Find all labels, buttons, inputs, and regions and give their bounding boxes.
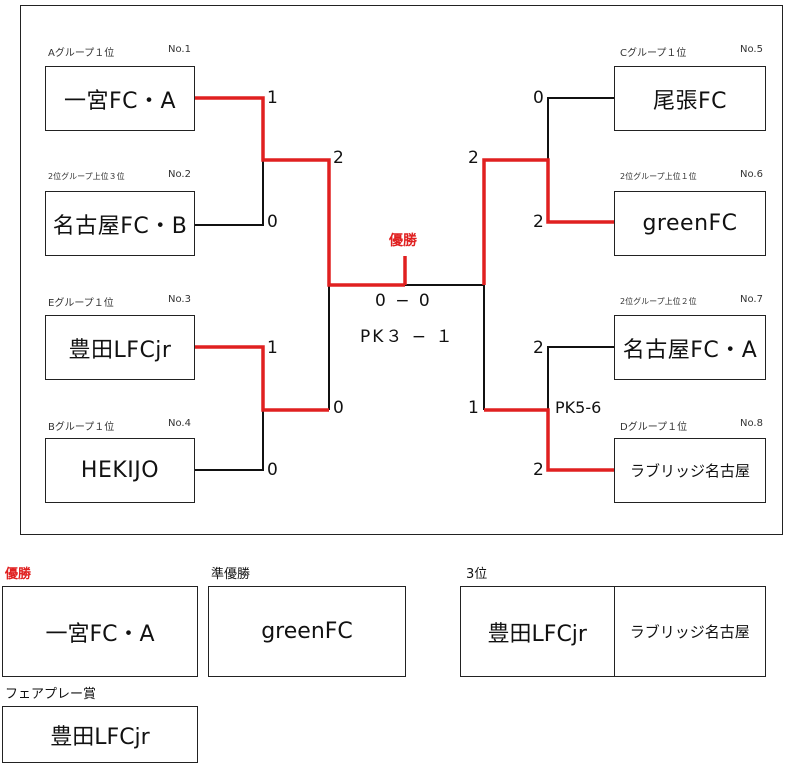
team-6-number: No.6 — [740, 169, 763, 180]
final-pk-score: PK３ − １ — [360, 327, 455, 347]
team-5-number: No.5 — [740, 44, 763, 55]
team-7-box: 名古屋FC・A — [614, 315, 766, 380]
team-2-number: No.2 — [168, 169, 191, 180]
team-3-group-label: Eグループ１位 — [48, 298, 114, 309]
champion-label: 優勝 — [5, 567, 32, 582]
final-champion-label: 優勝 — [389, 233, 417, 249]
line-r7 — [547, 346, 614, 410]
third-place-team-1: 豊田LFCjr — [487, 621, 587, 647]
third-place-box: 豊田LFCjr ラブリッジ名古屋 — [460, 586, 766, 677]
score-semi-right-bottom: 1 — [468, 398, 479, 418]
score-team-6: 2 — [533, 212, 544, 232]
runner-up-box: greenFC — [208, 586, 406, 677]
bracket-lines — [195, 96, 614, 472]
team-5-box: 尾張FC — [614, 66, 766, 131]
third-place-team-2: ラブリッジ名古屋 — [613, 587, 766, 676]
line-r6-win — [482, 158, 614, 285]
line-r5 — [547, 97, 614, 160]
team-8-box: ラブリッジ名古屋 — [614, 438, 766, 503]
bracket-frame — [20, 5, 783, 535]
team-4-number: No.4 — [168, 418, 191, 429]
right-semi-pk: PK5-6 — [555, 398, 602, 417]
team-8-number: No.8 — [740, 418, 763, 429]
line-l2 — [195, 160, 264, 226]
line-l1-win — [195, 96, 405, 287]
team-7-group-label: 2位グループ上位２位 — [620, 297, 697, 306]
score-team-2: 0 — [267, 212, 278, 232]
team-1-group-label: Aグループ１位 — [48, 48, 115, 59]
fair-play-box: 豊田LFCjr — [2, 706, 198, 763]
score-semi-right-top: 2 — [468, 148, 479, 168]
score-team-5: 0 — [533, 88, 544, 108]
score-semi-left-bottom: 0 — [333, 398, 344, 418]
team-1-box: 一宮FC・A — [45, 66, 195, 131]
score-team-3: 1 — [267, 338, 278, 358]
score-team-8: 2 — [533, 460, 544, 480]
team-3-box: 豊田LFCjr — [45, 315, 195, 380]
team-3-number: No.3 — [168, 294, 191, 305]
line-l3-win — [195, 345, 329, 412]
team-5-group-label: Cグループ１位 — [620, 48, 687, 59]
runner-up-label: 準優勝 — [211, 567, 251, 582]
line-l4 — [195, 410, 264, 471]
team-2-box: 名古屋FC・B — [45, 191, 195, 256]
third-place-label: 3位 — [466, 567, 488, 582]
team-8-group-label: Dグループ１位 — [620, 422, 688, 433]
team-1-number: No.1 — [168, 44, 191, 55]
score-team-4: 0 — [267, 460, 278, 480]
team-2-group-label: 2位グループ上位３位 — [48, 172, 125, 181]
champion-box: 一宮FC・A — [2, 586, 198, 677]
team-4-group-label: Bグループ１位 — [48, 422, 115, 433]
final-score: 0 − 0 — [375, 291, 432, 311]
team-4-box: HEKIJO — [45, 438, 195, 503]
fair-play-label: フェアプレー賞 — [5, 687, 97, 702]
score-semi-left-top: 2 — [333, 148, 344, 168]
team-6-group-label: 2位グループ上位１位 — [620, 172, 697, 181]
score-team-1: 1 — [267, 88, 278, 108]
team-7-number: No.7 — [740, 294, 763, 305]
team-6-box: greenFC — [614, 191, 766, 256]
line-r8-win — [484, 408, 614, 472]
score-team-7: 2 — [533, 338, 544, 358]
